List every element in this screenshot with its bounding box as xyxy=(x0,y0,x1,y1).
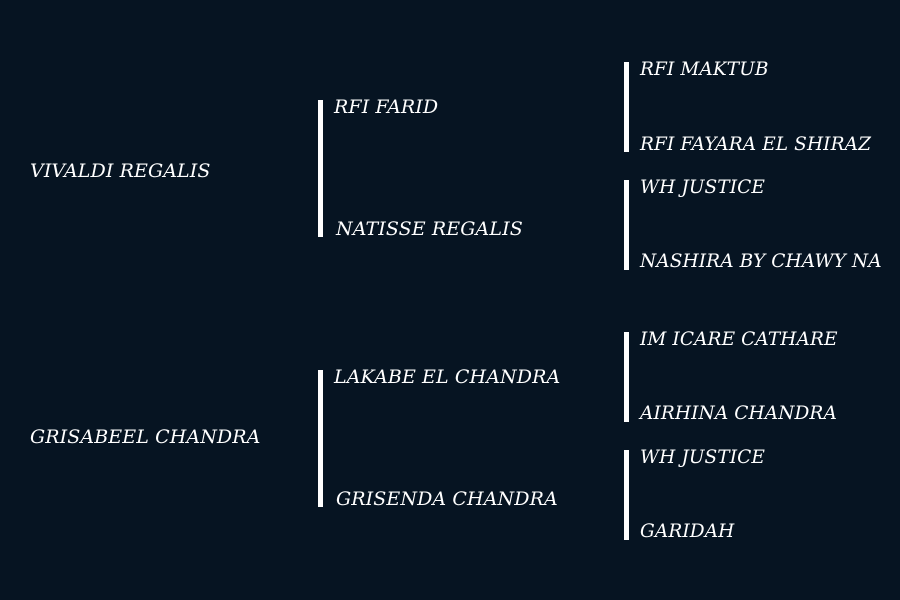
sire-dam-sire-name: WH JUSTICE xyxy=(640,177,766,198)
dam-parents-bracket xyxy=(318,370,323,507)
sire-sire-parents-bracket xyxy=(624,62,629,152)
dam-dam-name: GRISENDA CHANDRA xyxy=(336,488,558,510)
dam-dam-sire-name: WH JUSTICE xyxy=(640,447,766,468)
sire-dam-dam-name: NASHIRA BY CHAWY NA xyxy=(640,251,882,272)
sire-dam-name: NATISSE REGALIS xyxy=(336,218,523,240)
dam-sire-parents-bracket xyxy=(624,332,629,422)
sire-dam-parents-bracket xyxy=(624,180,629,270)
dam-sire-dam-name: AIRHINA CHANDRA xyxy=(640,403,837,424)
dam-dam-dam-name: GARIDAH xyxy=(640,521,735,542)
dam-dam-parents-bracket xyxy=(624,450,629,540)
sire-parents-bracket xyxy=(318,100,323,237)
dam-name: GRISABEEL CHANDRA xyxy=(30,426,261,448)
sire-name: VIVALDI REGALIS xyxy=(30,160,211,182)
sire-sire-sire-name: RFI MAKTUB xyxy=(640,59,769,80)
sire-sire-name: RFI FARID xyxy=(334,96,439,118)
dam-sire-name: LAKABE EL CHANDRA xyxy=(334,366,561,388)
sire-sire-dam-name: RFI FAYARA EL SHIRAZ xyxy=(640,134,872,155)
dam-sire-sire-name: IM ICARE CATHARE xyxy=(640,329,838,350)
